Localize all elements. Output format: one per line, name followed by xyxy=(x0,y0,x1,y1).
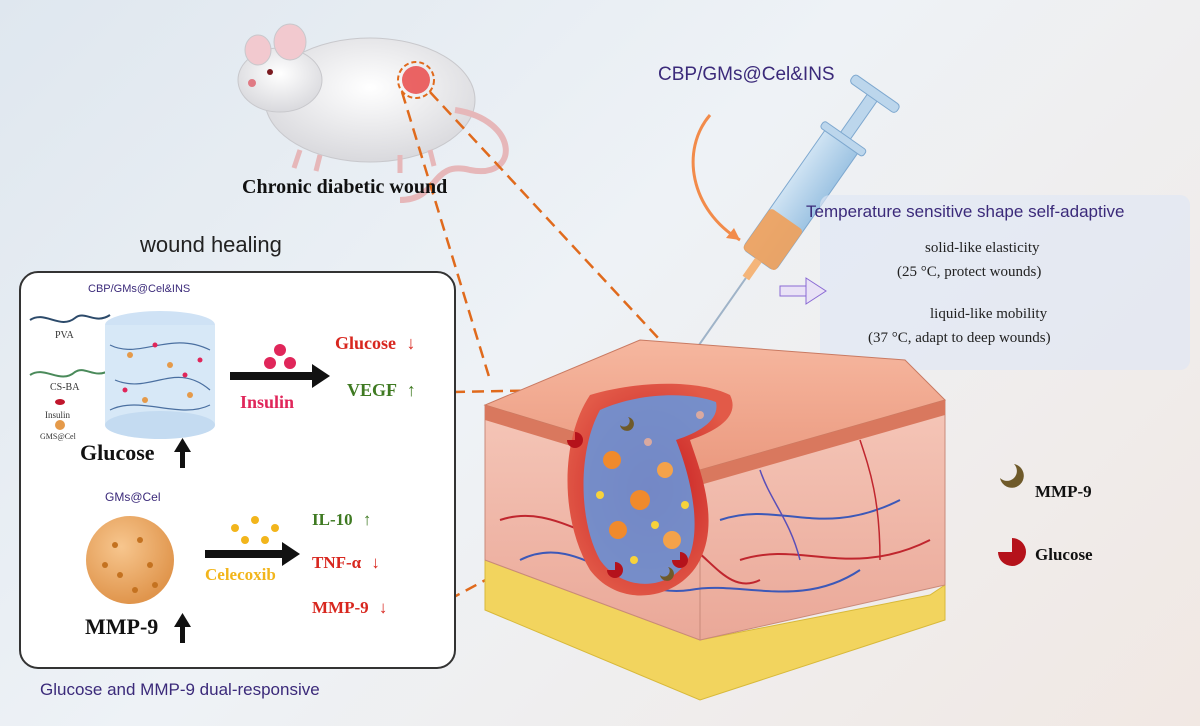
effect-il10: IL-10 ↑ xyxy=(312,510,371,530)
box-top-title: CBP/GMs@Cel&INS xyxy=(88,283,191,295)
liquid-line-2: (37 °C, adapt to deep wounds) xyxy=(868,330,1051,346)
trigger-glucose: Glucose xyxy=(80,440,155,465)
hydrogel-network xyxy=(105,311,215,439)
down-arrow-icon: ↓ xyxy=(406,333,416,353)
insulin-release xyxy=(230,344,330,388)
wound-healing-title: wound healing xyxy=(140,232,282,257)
component-icons xyxy=(29,314,111,430)
footer-caption: Glucose and MMP-9 dual-responsive xyxy=(40,680,320,699)
effect-tnf: TNF-α ↓ xyxy=(312,553,380,573)
celecoxib-label: Celecoxib xyxy=(205,565,276,584)
celecoxib-release xyxy=(205,516,300,566)
curved-arrow xyxy=(691,114,741,242)
solid-line-1: solid-like elasticity xyxy=(925,240,1040,256)
injection-title: CBP/GMs@Cel&INS xyxy=(658,64,835,85)
effect-mmp9: MMP-9 ↓ xyxy=(312,598,387,618)
adaptive-title: Temperature sensitive shape self-adaptiv… xyxy=(806,202,1125,221)
component-pva: PVA xyxy=(55,330,74,341)
effect-tnf-label: TNF-α xyxy=(312,553,362,572)
right-arrow-icon xyxy=(779,277,827,305)
component-csba: CS-BA xyxy=(50,382,80,393)
effect-glucose: Glucose ↓ xyxy=(335,333,416,354)
effect-vegf: VEGF ↑ xyxy=(347,380,416,401)
liquid-line-1: liquid-like mobility xyxy=(930,306,1048,322)
effect-vegf-label: VEGF xyxy=(347,380,397,400)
effect-il10-label: IL-10 xyxy=(312,510,353,529)
insulin-label: Insulin xyxy=(240,392,295,412)
down-arrow-icon: ↓ xyxy=(371,553,380,572)
gms-cel-particle xyxy=(86,516,174,604)
component-insulin: Insulin xyxy=(45,410,71,420)
component-gmscel: GMS@Cel xyxy=(40,432,76,441)
rat-label: Chronic diabetic wound xyxy=(242,176,448,198)
skin-block-illustration xyxy=(483,339,946,701)
wound-healing-box xyxy=(19,271,456,669)
effect-mmp9-label: MMP-9 xyxy=(312,598,369,617)
adaptive-panel xyxy=(820,195,1190,370)
effect-glucose-label: Glucose xyxy=(335,333,396,353)
box-bottom-title: GMs@Cel xyxy=(105,490,161,504)
down-arrow-icon: ↓ xyxy=(378,598,388,617)
rat-illustration xyxy=(237,23,509,203)
legend-glucose: Glucose xyxy=(1035,545,1093,564)
solid-line-2: (25 °C, protect wounds) xyxy=(897,264,1042,280)
syringe-illustration xyxy=(671,74,900,384)
legend-mmp9: MMP-9 xyxy=(1035,482,1092,501)
up-arrow-icon: ↑ xyxy=(406,380,416,400)
trigger-up-arrows xyxy=(174,438,191,643)
up-arrow-icon: ↑ xyxy=(362,510,372,529)
legend-icons xyxy=(998,464,1026,566)
trigger-mmp9: MMP-9 xyxy=(85,614,159,639)
